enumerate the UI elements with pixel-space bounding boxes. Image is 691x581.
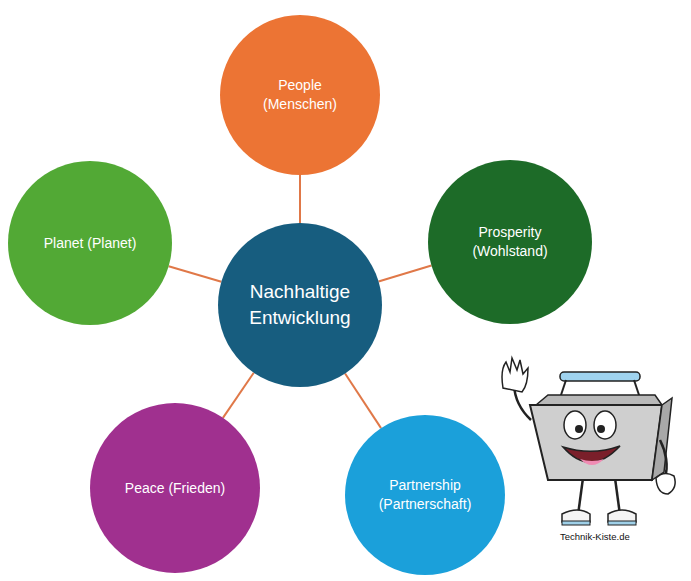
node-label: Prosperity (Wohlstand) (450, 223, 570, 261)
planet-circle: Planet (Planet) (8, 161, 172, 325)
connector-line (223, 373, 254, 418)
connector-line (379, 266, 432, 282)
circle-fill (218, 223, 382, 387)
circle-fill (220, 15, 380, 175)
circle-shape (220, 15, 380, 175)
node-label: Peace (Frieden) (105, 479, 245, 498)
circle-shape (218, 223, 382, 387)
prosperity-circle: Prosperity (Wohlstand) (428, 160, 592, 324)
connector-line (299, 175, 301, 223)
partnership-circle: Partnership (Partnerschaft) (345, 415, 505, 575)
peace-circle: Peace (Frieden) (90, 403, 260, 573)
connector-line (169, 266, 222, 282)
center-circle: Nachhaltige Entwicklung (218, 223, 382, 387)
circle-fill (90, 403, 260, 573)
watermark-label: Technik-Kiste.de (560, 531, 630, 542)
circle-fill (345, 415, 505, 575)
node-label: Planet (Planet) (20, 234, 160, 253)
people-circle: People (Menschen) (220, 15, 380, 175)
circle-fill (428, 160, 592, 324)
node-label: People (Menschen) (245, 76, 355, 114)
circle-shape (345, 415, 505, 575)
node-label: Nachhaltige Entwicklung (235, 279, 365, 330)
node-label: Partnership (Partnerschaft) (365, 476, 485, 514)
circle-shape (428, 160, 592, 324)
circle-fill (8, 161, 172, 325)
connector-line (345, 374, 381, 429)
